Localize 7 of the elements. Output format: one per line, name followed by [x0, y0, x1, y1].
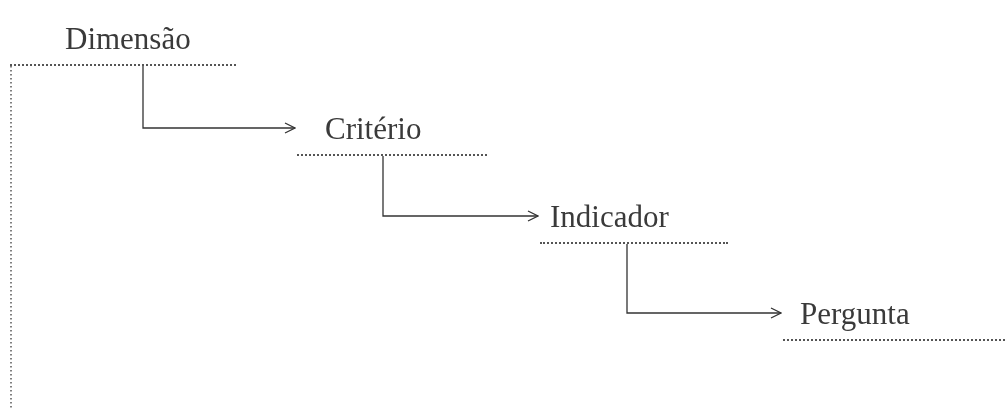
arrow: [626, 243, 782, 319]
node-label: Dimensão: [65, 23, 191, 54]
arrow: [142, 65, 296, 134]
node-label: Pergunta: [800, 298, 910, 329]
node-label: Critério: [325, 113, 422, 144]
node-label: Indicador: [550, 201, 669, 232]
arrow: [382, 155, 539, 222]
